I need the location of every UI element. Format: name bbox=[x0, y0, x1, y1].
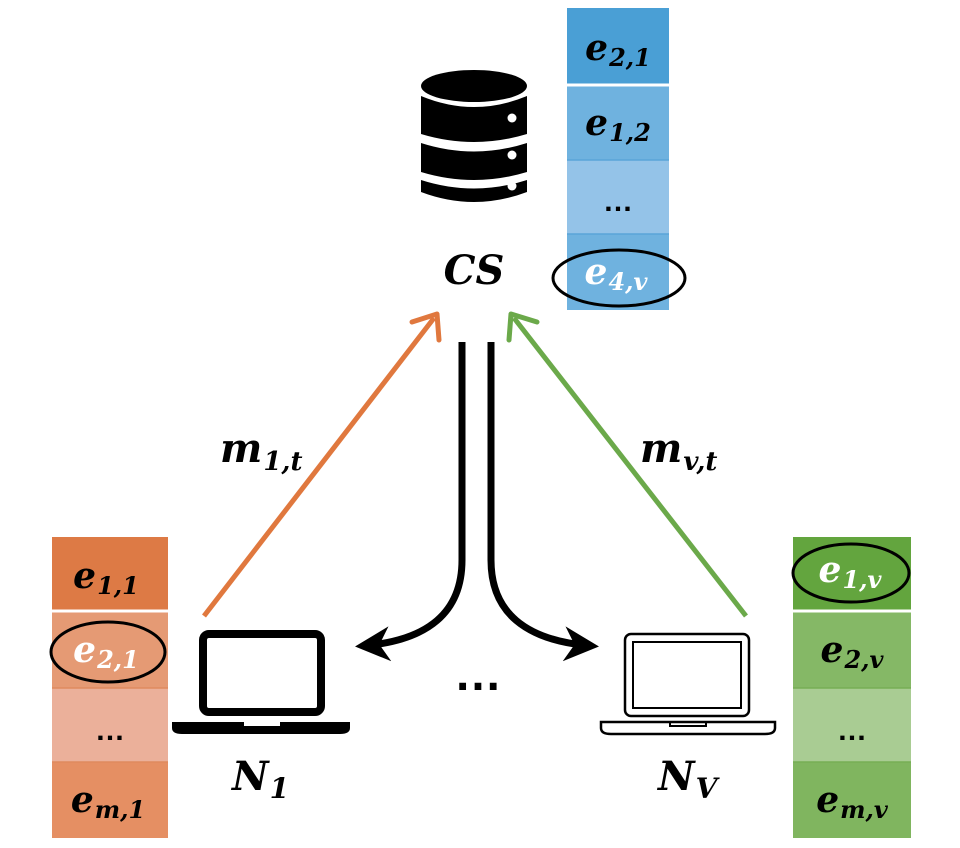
cs-embedding-stack: e2,1 e1,2 … e4,v bbox=[551, 8, 687, 310]
nodes-ellipsis: … bbox=[454, 648, 502, 701]
n1-stack-cell-3 bbox=[52, 688, 168, 762]
laptop-icon bbox=[172, 630, 350, 734]
laptop-icon bbox=[599, 632, 777, 736]
nv-stack-label-4: em,v bbox=[816, 779, 889, 824]
nv-stack-cell-4 bbox=[793, 762, 911, 838]
n1-stack-cell-4 bbox=[52, 762, 168, 838]
n1-stack-ellipsis: … bbox=[95, 714, 125, 747]
cs-stack-cell-1 bbox=[567, 8, 669, 84]
cs-stack-cell-2 bbox=[567, 86, 669, 160]
cs-highlight-ellipse bbox=[551, 248, 687, 308]
cs-stack-label-2: e1,2 bbox=[585, 102, 651, 147]
upload-arrow-n1 bbox=[202, 311, 442, 618]
node-label-n1: N1 bbox=[230, 753, 289, 805]
node-label-nv: NV bbox=[656, 753, 721, 805]
n1-highlight-ellipse bbox=[49, 620, 167, 684]
nv-stack-label-1: e1,v bbox=[819, 549, 883, 594]
n1-embedding-stack: e1,1 e2,1 … em,1 bbox=[49, 537, 168, 838]
server-label: CS bbox=[444, 247, 505, 294]
nv-embedding-stack: e1,v e2,v … em,v bbox=[791, 537, 911, 838]
cs-stack-ellipsis: … bbox=[603, 185, 633, 218]
database-icon bbox=[421, 70, 527, 202]
nv-highlight-ellipse bbox=[791, 542, 911, 604]
nv-stack-ellipsis: … bbox=[837, 714, 867, 747]
nv-stack-label-2: e2,v bbox=[821, 629, 885, 674]
n1-stack-label-2: e2,1 bbox=[73, 629, 139, 674]
upload-arrow-nv bbox=[506, 311, 748, 618]
cs-stack-label-4: e4,v bbox=[585, 251, 649, 296]
n1-stack-cell-1 bbox=[52, 537, 168, 610]
message-label-m1: m1,t bbox=[220, 425, 302, 477]
nv-stack-cell-3 bbox=[793, 688, 911, 762]
nv-stack-cell-2 bbox=[793, 612, 911, 688]
cs-stack-label-1: e2,1 bbox=[585, 27, 651, 72]
n1-stack-label-1: e1,1 bbox=[73, 555, 139, 600]
cs-stack-cell-3 bbox=[567, 160, 669, 234]
nv-stack-cell-1 bbox=[793, 537, 911, 610]
message-label-mv: mv,t bbox=[640, 425, 717, 477]
broadcast-arrows bbox=[355, 342, 599, 662]
n1-stack-label-4: em,1 bbox=[71, 779, 145, 824]
cs-stack-cell-4 bbox=[567, 234, 669, 310]
